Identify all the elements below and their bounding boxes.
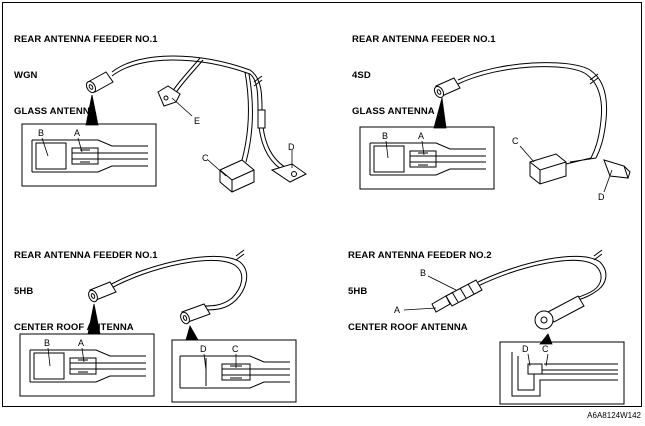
- title-line: REAR ANTENNA FEEDER NO.1: [14, 250, 158, 261]
- label-d: D: [598, 192, 605, 202]
- sd-connector-c: [529, 153, 567, 185]
- label-b: B: [420, 268, 426, 278]
- hb2-angle-plug: [534, 295, 585, 330]
- label-a: A: [418, 131, 424, 141]
- sd-plug: [433, 77, 461, 99]
- label-b: B: [38, 128, 44, 138]
- wgn-connector-c: [219, 159, 255, 193]
- label-a: A: [74, 128, 80, 138]
- wgn-terminal-e: [157, 85, 181, 107]
- hb-plug-left: [88, 281, 117, 303]
- panel-title-top-right: REAR ANTENNA FEEDER NO.1 4SD GLASS ANTEN…: [352, 10, 496, 130]
- title-line: CENTER ROOF ANTENNA: [14, 322, 134, 333]
- hb-detail-inset-left: [19, 333, 155, 397]
- panel-title-bottom-left: REAR ANTENNA FEEDER NO.1 5HB CENTER ROOF…: [14, 226, 158, 346]
- panel-title-top-left: REAR ANTENNA FEEDER NO.1 WGN GLASS ANTEN…: [14, 10, 158, 130]
- hb-detail-inset-right: [171, 339, 297, 403]
- wgn-plug: [85, 71, 114, 94]
- label-b: B: [44, 338, 50, 348]
- hb2-inline-connector: [431, 279, 483, 313]
- title-line: GLASS ANTENNA: [352, 106, 435, 117]
- wgn-feeder-assembly: [111, 55, 291, 173]
- panel-title-bottom-right: REAR ANTENNA FEEDER NO.2 5HB CENTER ROOF…: [348, 226, 492, 346]
- sd-terminal-d: [603, 159, 631, 179]
- title-line: REAR ANTENNA FEEDER NO.1: [352, 34, 496, 45]
- wgn-terminal-d: [270, 163, 307, 183]
- label-c: C: [202, 153, 209, 163]
- label-b: B: [382, 131, 388, 141]
- sd-feeder-assembly: [457, 62, 608, 165]
- title-line: 5HB: [348, 286, 368, 297]
- hb2-detail-inset: [499, 341, 625, 405]
- label-c: C: [232, 344, 239, 354]
- label-c: C: [542, 344, 549, 354]
- label-d: D: [288, 142, 295, 152]
- label-a: A: [78, 338, 84, 348]
- title-line: REAR ANTENNA FEEDER NO.1: [14, 34, 158, 45]
- title-line: WGN: [14, 70, 38, 81]
- hb2-feeder-assembly: [477, 249, 607, 301]
- title-line: REAR ANTENNA FEEDER NO.2: [348, 250, 492, 261]
- label-a: A: [394, 305, 400, 315]
- title-line: 5HB: [14, 286, 34, 297]
- sd-detail-inset: [359, 126, 495, 190]
- label-c: C: [512, 136, 519, 146]
- label-d: D: [522, 344, 529, 354]
- title-line: 4SD: [352, 70, 371, 81]
- title-line: GLASS ANTENNA: [14, 106, 97, 117]
- label-d: D: [200, 344, 207, 354]
- wgn-detail-inset: [21, 123, 157, 187]
- hb-feeder-assembly: [107, 249, 248, 311]
- outer-border: [2, 2, 642, 407]
- title-line: CENTER ROOF ANTENNA: [348, 322, 468, 333]
- hb-plug-right: [180, 303, 211, 325]
- figure-code: A6A8124W142: [587, 411, 641, 420]
- label-e: E: [194, 116, 200, 126]
